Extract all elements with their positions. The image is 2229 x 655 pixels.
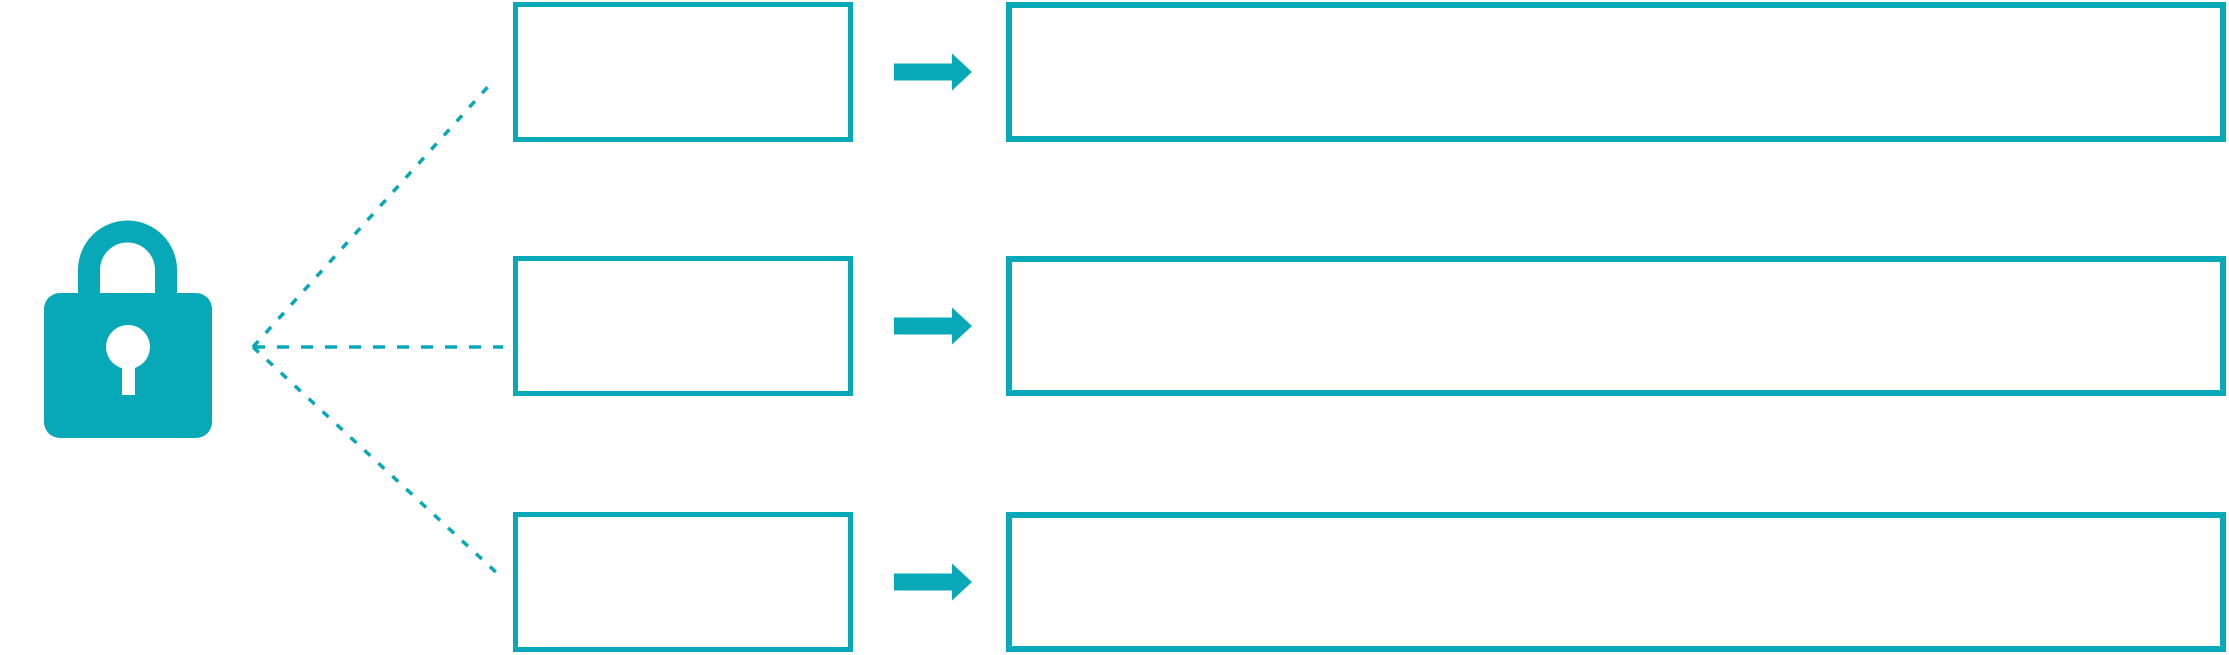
small-box-3	[513, 512, 853, 652]
arrow-right-icon	[894, 307, 972, 345]
lock-keyhole	[106, 325, 150, 369]
large-box-1	[1006, 2, 2226, 142]
arrow-right-icon	[894, 53, 972, 91]
dotted-connector-bottom	[251, 345, 501, 577]
lock-icon	[44, 220, 212, 438]
lock-keyhole-stem	[122, 360, 135, 395]
dotted-connector-top	[251, 78, 496, 349]
large-box-2	[1006, 256, 2226, 396]
small-box-1	[513, 2, 853, 142]
small-box-2	[513, 256, 853, 396]
large-box-3	[1006, 512, 2226, 652]
lock-shackle	[78, 220, 177, 302]
arrow-right-icon	[894, 563, 972, 601]
